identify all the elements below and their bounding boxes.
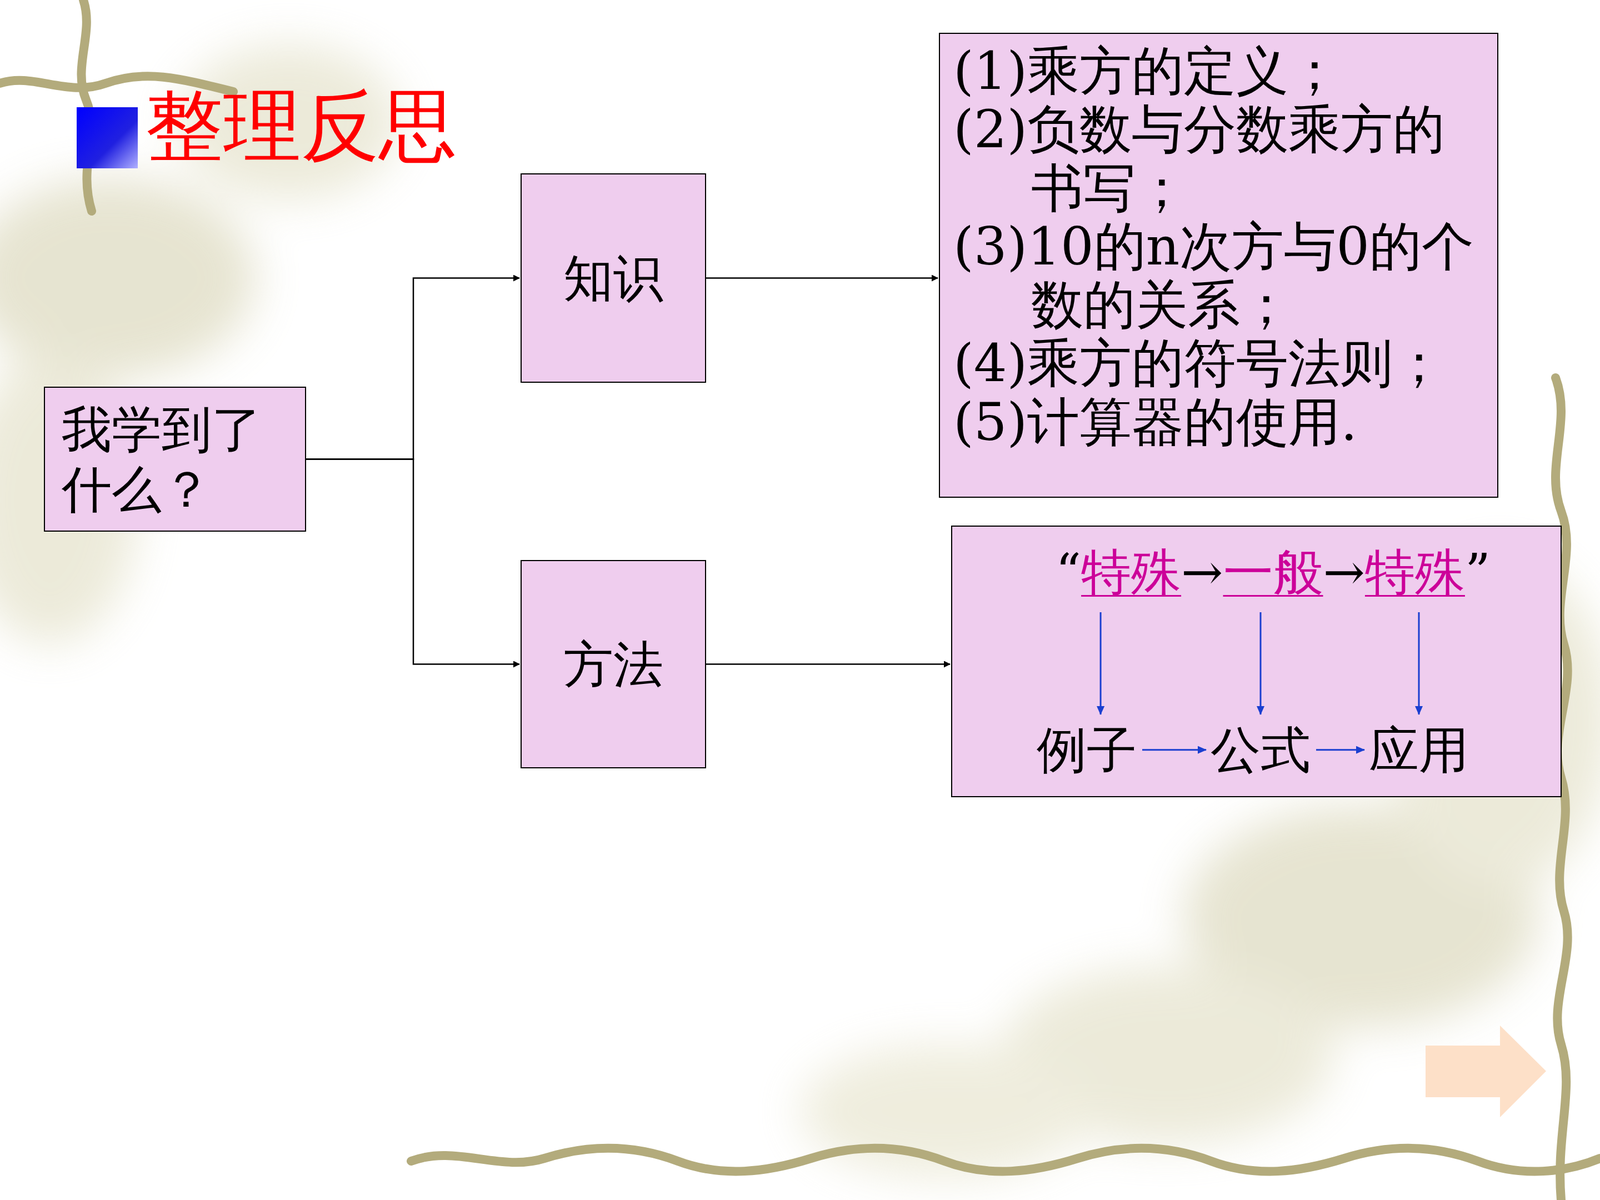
next-arrow-button <box>1425 1025 1547 1118</box>
method-step: 例子 <box>1036 721 1137 779</box>
connector-arrow <box>306 459 520 665</box>
box-label: 我学到了什么？ <box>61 399 289 520</box>
title-bullet <box>76 107 138 169</box>
knowledge-item: (1)乘方的定义； <box>953 41 1487 100</box>
category-box: 方法 <box>520 560 707 769</box>
key-word: 特殊 <box>1081 542 1182 602</box>
down-arrow <box>1418 612 1420 715</box>
knowledge-item: (4)乘方的符号法则； <box>953 333 1487 393</box>
knowledge-list-box: (1)乘方的定义；(2)负数与分数乘方的书写；(3)10的n次方与0的个数的关系… <box>938 32 1499 498</box>
down-arrow <box>1100 612 1102 715</box>
category-box: 知识 <box>520 173 707 383</box>
knowledge-item: (2)负数与分数乘方的书写； <box>953 100 1487 218</box>
connector-arrow <box>706 277 938 279</box>
connector-arrow <box>706 663 950 665</box>
root-box: 我学到了什么？ <box>43 386 307 532</box>
method-step: 应用 <box>1368 721 1469 779</box>
down-arrow <box>1260 612 1262 715</box>
slide-title: 整理反思 <box>145 83 457 169</box>
key-word: 特殊 <box>1365 542 1465 602</box>
connector-arrow <box>306 278 520 460</box>
box-label: 知识 <box>563 248 664 309</box>
knowledge-item: (3)10的n次方与0的个数的关系； <box>953 217 1487 335</box>
step-arrow <box>1316 748 1365 751</box>
key-word: 一般 <box>1223 542 1324 602</box>
step-arrow <box>1142 748 1207 751</box>
knowledge-item: (5)计算器的使用. <box>953 392 1487 452</box>
method-principle: “特殊→一般→特殊” <box>952 543 1561 602</box>
method-box: “特殊→一般→特殊” 例子 公式应用 <box>951 525 1562 798</box>
method-step: 公式 <box>1210 721 1311 779</box>
box-label: 方法 <box>563 634 664 695</box>
